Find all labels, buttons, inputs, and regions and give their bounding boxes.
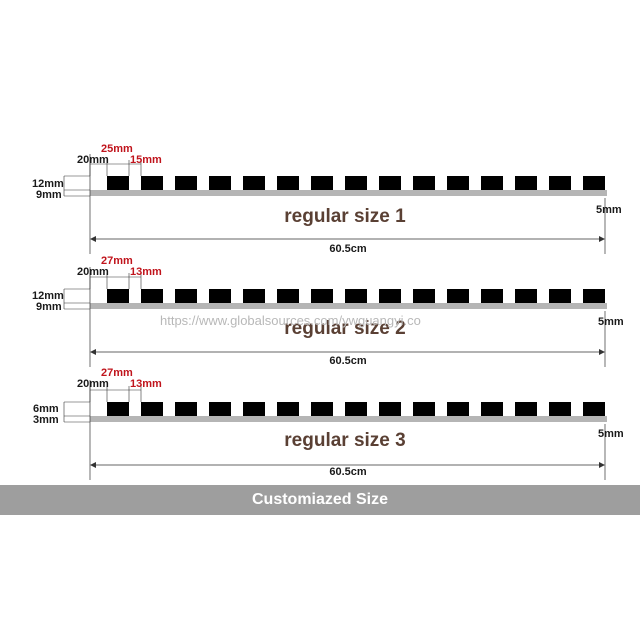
tooth bbox=[549, 176, 571, 190]
tooth bbox=[413, 289, 435, 303]
base-height-label: 3mm bbox=[33, 414, 59, 426]
tooth bbox=[243, 176, 265, 190]
gap-label: 20mm bbox=[77, 266, 109, 278]
gap-label: 20mm bbox=[77, 154, 109, 166]
tooth bbox=[515, 289, 537, 303]
arrow-right bbox=[599, 462, 605, 468]
tooth bbox=[549, 289, 571, 303]
tooth bbox=[515, 402, 537, 416]
tooth bbox=[277, 176, 299, 190]
base-height-label: 9mm bbox=[36, 189, 62, 201]
tooth-width-label: 27mm bbox=[101, 367, 133, 379]
tooth bbox=[277, 289, 299, 303]
customized-size-banner: Customiazed Size bbox=[0, 485, 640, 515]
tooth bbox=[379, 402, 401, 416]
tooth-height-label: 12mm bbox=[32, 290, 64, 302]
spacing-label: 13mm bbox=[130, 378, 162, 390]
tooth bbox=[175, 402, 197, 416]
tooth-height-label: 6mm bbox=[33, 403, 59, 415]
end-label: 5mm bbox=[596, 204, 622, 216]
arrow-left bbox=[90, 462, 96, 468]
tooth bbox=[141, 289, 163, 303]
panel-title: regular size 3 bbox=[284, 430, 406, 451]
arrow-right bbox=[599, 236, 605, 242]
tooth bbox=[175, 176, 197, 190]
tooth-height-label: 12mm bbox=[32, 178, 64, 190]
gap-label: 20mm bbox=[77, 378, 109, 390]
tooth bbox=[107, 402, 129, 416]
tooth bbox=[277, 402, 299, 416]
end-label: 5mm bbox=[598, 428, 624, 440]
tooth bbox=[481, 176, 503, 190]
arrow-left bbox=[90, 349, 96, 355]
tooth bbox=[481, 402, 503, 416]
tooth bbox=[141, 402, 163, 416]
tooth bbox=[107, 176, 129, 190]
tooth bbox=[583, 176, 605, 190]
tooth bbox=[413, 176, 435, 190]
panel-title: regular size 1 bbox=[284, 206, 406, 227]
length-label: 60.5cm bbox=[329, 466, 367, 478]
tooth bbox=[583, 402, 605, 416]
tooth bbox=[345, 176, 367, 190]
base-height-label: 9mm bbox=[36, 301, 62, 313]
tooth bbox=[549, 402, 571, 416]
tooth bbox=[311, 176, 333, 190]
tooth bbox=[209, 402, 231, 416]
end-label: 5mm bbox=[598, 316, 624, 328]
tooth bbox=[379, 289, 401, 303]
tooth bbox=[345, 402, 367, 416]
tooth bbox=[311, 289, 333, 303]
length-label: 60.5cm bbox=[329, 355, 367, 367]
tooth bbox=[583, 289, 605, 303]
tooth bbox=[311, 402, 333, 416]
spacing-label: 13mm bbox=[130, 266, 162, 278]
banner-label: Customiazed Size bbox=[251, 491, 389, 508]
tooth bbox=[379, 176, 401, 190]
panel-title: regular size 2 bbox=[284, 318, 406, 339]
base-strip bbox=[90, 303, 607, 309]
arrow-right bbox=[599, 349, 605, 355]
tooth bbox=[107, 289, 129, 303]
tooth bbox=[209, 289, 231, 303]
tooth bbox=[209, 176, 231, 190]
tooth bbox=[447, 402, 469, 416]
spacing-label: 15mm bbox=[130, 154, 162, 166]
tooth bbox=[141, 176, 163, 190]
tooth bbox=[481, 289, 503, 303]
tooth-width-label: 25mm bbox=[101, 143, 133, 155]
arrow-left bbox=[90, 236, 96, 242]
tooth bbox=[515, 176, 537, 190]
tooth bbox=[345, 289, 367, 303]
base-strip bbox=[90, 416, 607, 422]
tooth bbox=[447, 289, 469, 303]
base-strip bbox=[90, 190, 607, 196]
tooth-width-label: 27mm bbox=[101, 255, 133, 267]
tooth bbox=[243, 402, 265, 416]
tooth bbox=[243, 289, 265, 303]
length-label: 60.5cm bbox=[329, 243, 367, 255]
watermark-text: https://www.globalsources.com/ywguangyi.… bbox=[160, 313, 421, 328]
tooth bbox=[413, 402, 435, 416]
tooth bbox=[175, 289, 197, 303]
tooth bbox=[447, 176, 469, 190]
